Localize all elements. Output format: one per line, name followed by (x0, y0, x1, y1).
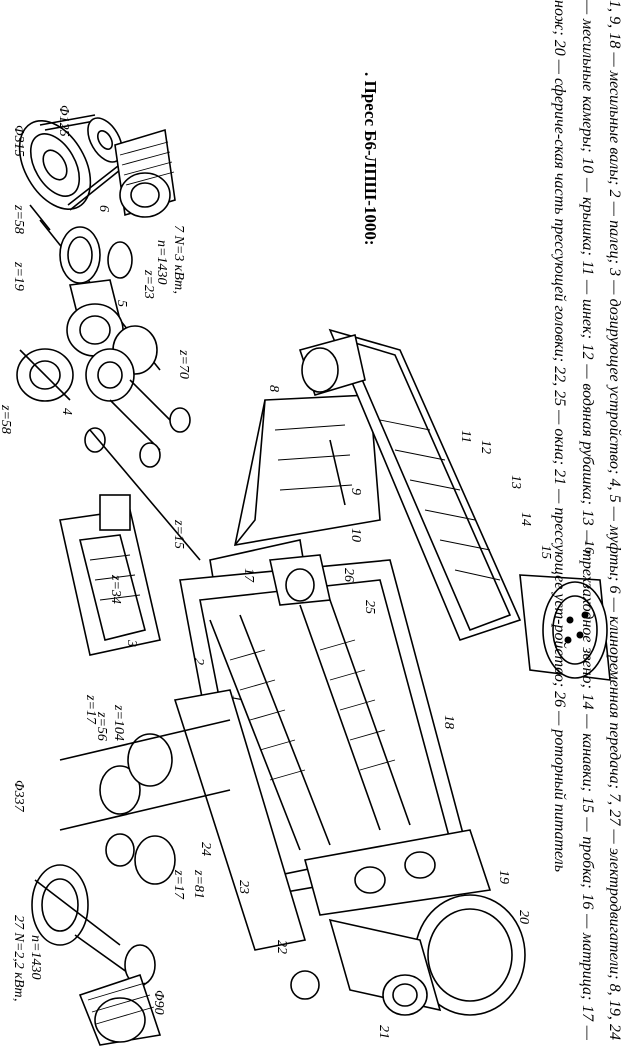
motor-27 (78, 973, 162, 1046)
labels: Φ315 Φ125 z=58 z=23 6 7 N=3 кВт, n=1430 … (0, 105, 596, 1039)
label-z104: z=104 (111, 704, 126, 741)
label-2: 2 (191, 658, 206, 665)
gears-z70 (85, 325, 181, 451)
label-z23: z=23 (141, 269, 156, 299)
label-phi337: Φ337 (11, 780, 26, 813)
chambers-19-24 (173, 689, 492, 951)
label-z34: z=34 (108, 574, 123, 604)
extruder-screw-11 (298, 328, 522, 641)
belt-drive-lower (31, 864, 156, 986)
label-z17-lower: z=17 (171, 869, 186, 900)
label-18: 18 (441, 715, 456, 729)
label-1: 1 (229, 695, 244, 702)
label-20: 20 (516, 910, 531, 924)
dosing-device-3 (59, 494, 161, 656)
label-12: 12 (478, 440, 493, 454)
label-11: 11 (458, 430, 473, 443)
label-z81: z=81 (191, 869, 206, 899)
label-motor-7-rpm: n=1430 (154, 240, 169, 284)
motor-7 (114, 128, 176, 218)
label-z19: z=19 (11, 261, 26, 291)
label-22: 22 (274, 940, 289, 954)
shaft-ends (84, 407, 201, 561)
gear-z58-lower-coupling-4 (16, 348, 74, 402)
pressing-device-21 (290, 918, 442, 1016)
label-z58-lower: z=58 (0, 404, 13, 434)
label-phi315: Φ315 (11, 125, 26, 157)
label-z17-upper: z=17 (83, 694, 98, 725)
spherical-head-20 (414, 894, 526, 1016)
label-motor-27-rpm: n=1430 (28, 935, 43, 979)
mixing-chamber-8 (209, 394, 381, 621)
feeder-26 (269, 554, 331, 606)
label-z15: z=15 (171, 519, 186, 549)
label-8: 8 (266, 385, 281, 392)
die-16 (519, 574, 611, 681)
lower-gears (59, 719, 231, 885)
label-phi125: Φ125 (56, 105, 71, 137)
label-4: 4 (59, 408, 74, 415)
label-16: 16 (581, 540, 596, 554)
label-25: 25 (362, 600, 377, 614)
label-14: 14 (518, 512, 533, 526)
gear-z58-upper (59, 226, 133, 284)
coupling-5 (66, 279, 124, 357)
label-13: 13 (508, 475, 523, 489)
label-24: 24 (198, 842, 213, 856)
label-z56: z=56 (94, 711, 109, 741)
label-19: 19 (496, 870, 511, 884)
label-5: 5 (114, 300, 129, 307)
label-15: 15 (538, 545, 553, 559)
label-10: 10 (348, 528, 363, 542)
label-17: 17 (241, 568, 256, 583)
label-9: 9 (348, 488, 363, 495)
label-phi90: Φ90 (151, 990, 166, 1015)
label-26: 26 (341, 568, 356, 582)
label-23: 23 (236, 880, 251, 894)
label-21: 21 (376, 1025, 391, 1039)
label-motor-27: 27 N=2,2 кВт, (11, 915, 26, 1002)
label-motor-7: 7 N=3 кВт, (171, 225, 186, 294)
label-3: 3 (124, 639, 139, 647)
label-6: 6 (96, 205, 111, 212)
label-z58-upper: z=58 (11, 204, 26, 234)
label-z70: z=70 (176, 349, 191, 379)
